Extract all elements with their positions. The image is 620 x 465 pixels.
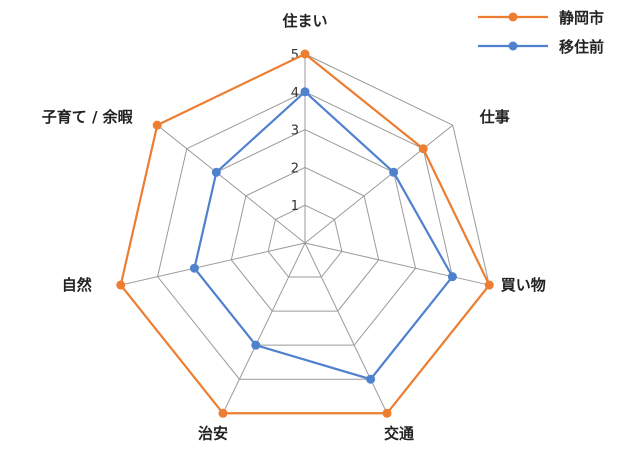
grid-spoke — [304, 124, 454, 244]
category-label: 治安 — [198, 424, 228, 442]
category-label: 交通 — [384, 424, 414, 442]
data-point — [189, 263, 199, 273]
data-point — [366, 374, 376, 384]
tick-label: 3 — [291, 124, 299, 139]
grid-spoke — [304, 242, 388, 414]
data-point — [116, 280, 126, 290]
legend-label: 静岡市 — [559, 9, 604, 27]
series-line — [119, 52, 491, 415]
data-point — [447, 272, 457, 282]
grid-ring-2 — [230, 166, 380, 312]
tick-label: 2 — [291, 161, 299, 176]
data-point — [152, 120, 162, 130]
data-point — [418, 144, 428, 154]
data-point — [382, 408, 392, 418]
grid-spoke — [156, 124, 306, 244]
grid-spoke — [304, 242, 490, 286]
data-point — [251, 340, 261, 350]
category-label: 子育て / 余暇 — [42, 108, 133, 126]
category-label: 住まい — [282, 12, 327, 30]
tick-label: 1 — [291, 199, 299, 214]
series-line — [193, 90, 454, 381]
tick-label: 4 — [291, 86, 299, 101]
data-point — [484, 280, 494, 290]
data-point — [300, 87, 310, 97]
category-label: 仕事 — [479, 108, 510, 126]
category-label: 買い物 — [501, 276, 546, 294]
data-point — [211, 167, 221, 177]
legend-marker — [508, 12, 518, 22]
grid-ring-1 — [267, 204, 343, 278]
legend-label: 移住前 — [559, 38, 604, 56]
legend-marker — [508, 41, 518, 51]
data-point — [300, 49, 310, 59]
tick-label: 5 — [291, 48, 299, 63]
grid-spoke — [222, 242, 306, 414]
grid-spoke — [120, 242, 306, 286]
grid-ring-4 — [157, 91, 453, 380]
data-point — [218, 408, 228, 418]
category-label: 自然 — [62, 276, 92, 294]
data-point — [389, 167, 399, 177]
